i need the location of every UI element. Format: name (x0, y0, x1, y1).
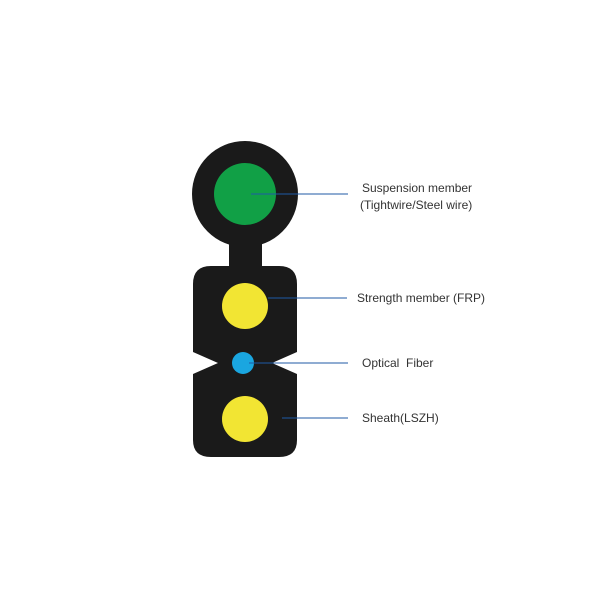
label-strength-member: Strength member (FRP) (357, 291, 486, 305)
label-suspension-member: Suspension member (362, 181, 473, 195)
label-suspension-member-detail: (Tightwire/Steel wire) (360, 198, 473, 212)
optical-fiber (232, 352, 254, 374)
strength-member-top (222, 283, 268, 329)
suspension-member (214, 163, 276, 225)
label-sheath: Sheath(LSZH) (362, 411, 439, 425)
label-optical-fiber: Optical Fiber (362, 356, 434, 370)
strength-member-bottom (222, 396, 268, 442)
